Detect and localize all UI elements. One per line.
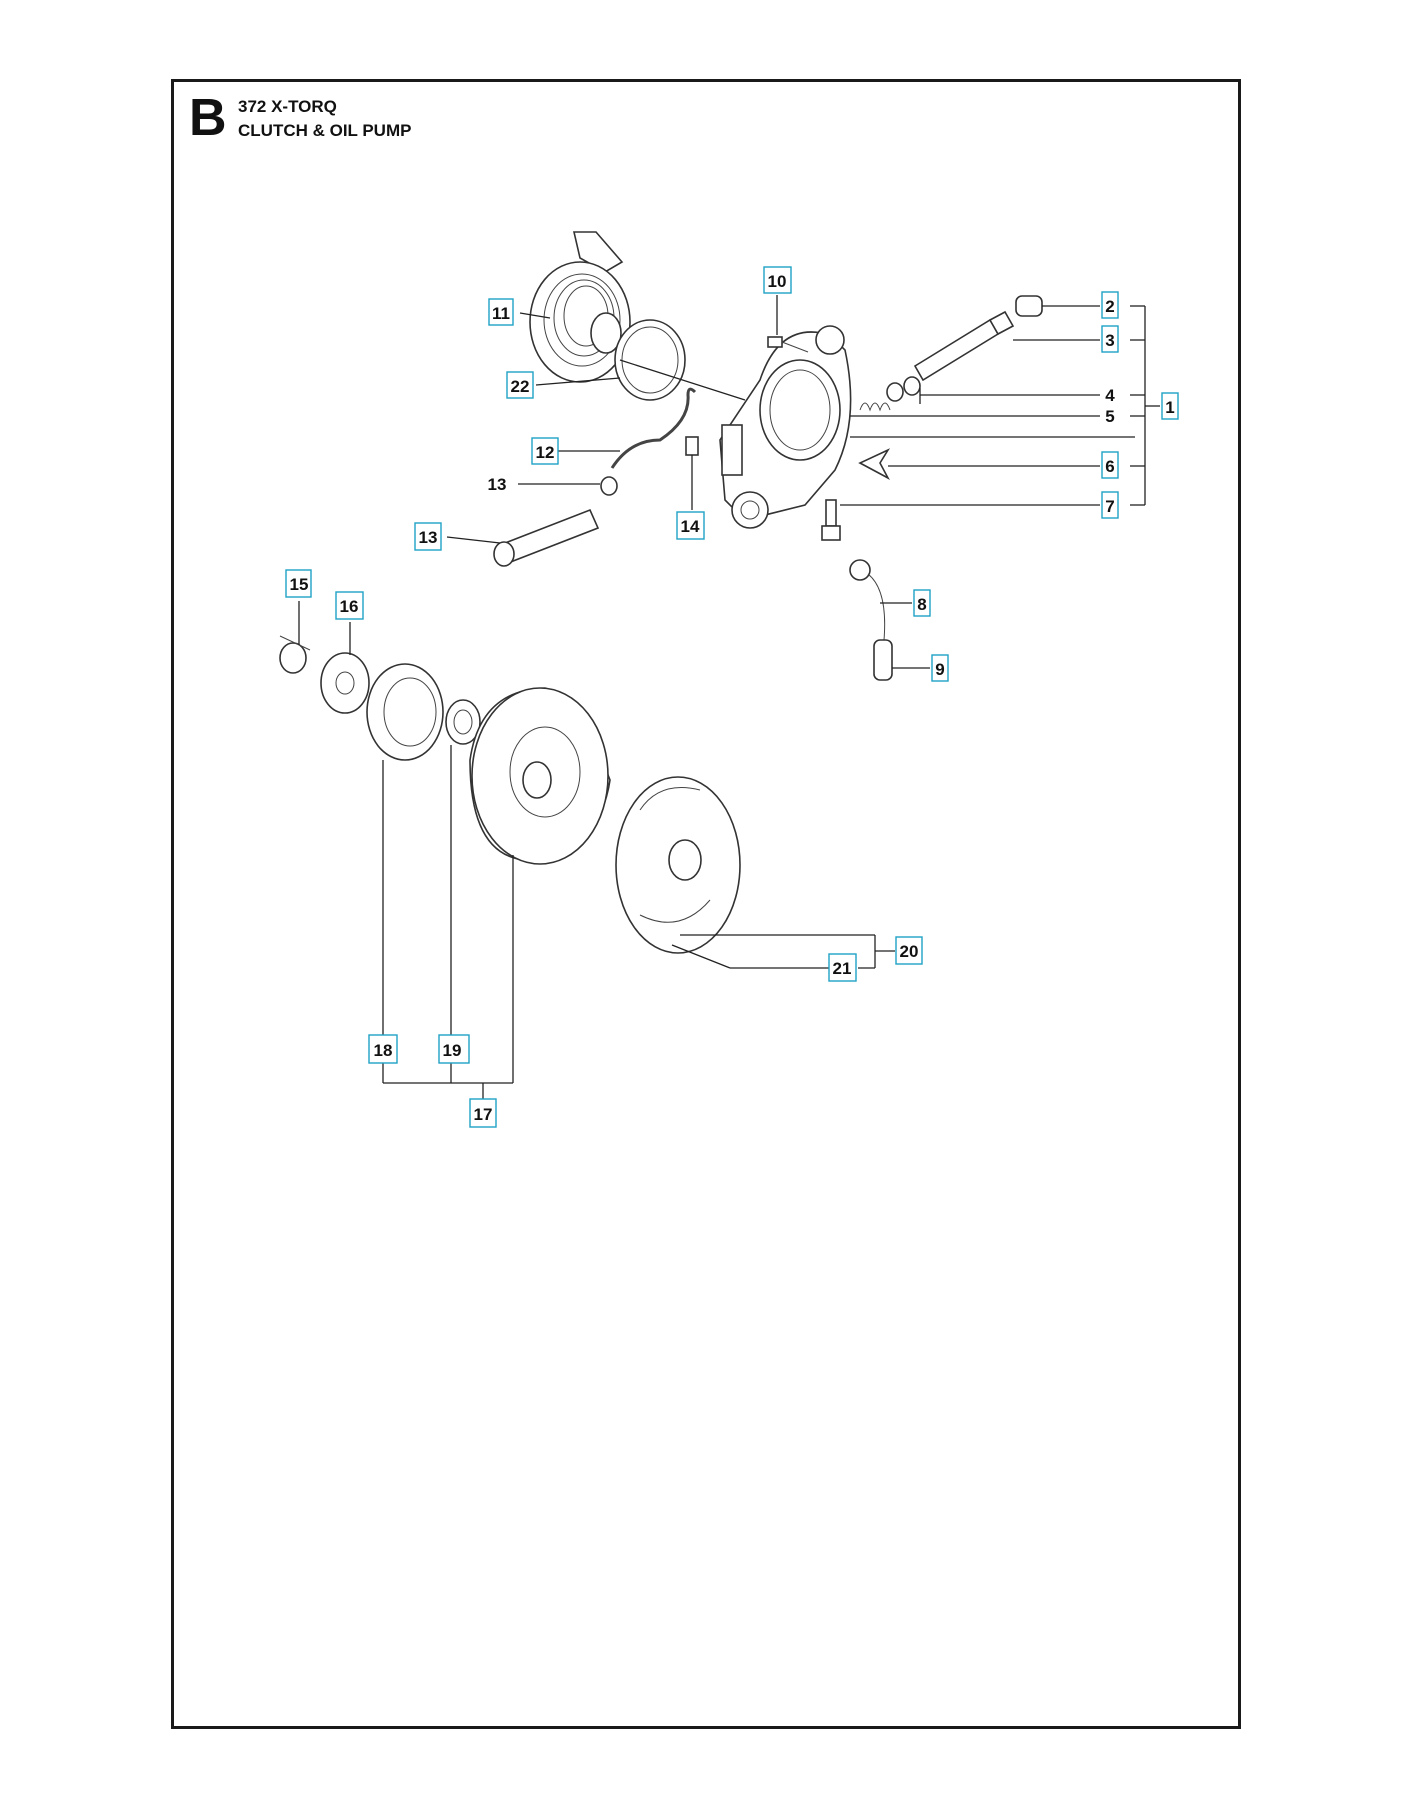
- callout-17: 17: [469, 1098, 497, 1128]
- part-15-lock-washer: [279, 635, 311, 674]
- callout-9: 9: [931, 654, 949, 682]
- part-3-pump-shaft: [913, 310, 1015, 382]
- callout-18-text: 18: [374, 1041, 393, 1060]
- callout-2: 2: [1101, 291, 1119, 319]
- callout-13b-text: 13: [419, 528, 438, 547]
- part-7-adjusting-screw: [821, 499, 841, 541]
- callout-10: 10: [763, 266, 792, 294]
- callout-17-text: 17: [474, 1105, 493, 1124]
- callout-7: 7: [1101, 491, 1119, 519]
- callout-3-text: 3: [1105, 331, 1114, 350]
- diagram-frame: [171, 79, 1241, 1729]
- callout-6: 6: [1101, 451, 1119, 479]
- part-4-spring-washers: [859, 376, 921, 412]
- part-11-spring-cover: [529, 231, 631, 383]
- callout-13-seal: 13: [488, 475, 507, 494]
- callout-2-text: 2: [1105, 297, 1114, 316]
- callout-18: 18: [368, 1034, 398, 1064]
- callout-8-text: 8: [917, 595, 926, 614]
- part-12-oil-pipe: [610, 387, 697, 469]
- part-13-seal-ring: [600, 476, 618, 496]
- callout-5: 5: [1105, 407, 1114, 426]
- part-22-o-ring: [614, 319, 686, 401]
- part-8-oil-hose: [849, 559, 886, 641]
- callout-1-text: 1: [1165, 398, 1174, 417]
- part-9-oil-filter: [873, 639, 893, 681]
- part-14-nipple: [685, 436, 699, 456]
- callout-20-text: 20: [900, 942, 919, 961]
- callout-12: 12: [531, 437, 559, 465]
- section-letter: B: [189, 89, 227, 147]
- part-19-needle-bearing: [445, 699, 481, 745]
- callout-21: 21: [828, 953, 857, 982]
- callout-4: 4: [1105, 386, 1115, 405]
- model-title: 372 X-TORQ: [238, 97, 337, 116]
- callout-7-text: 7: [1105, 497, 1114, 516]
- part-1-oil-pump-body: [719, 325, 852, 529]
- callout-14: 14: [676, 511, 705, 540]
- callout-19: 19: [438, 1034, 470, 1064]
- callout-3: 3: [1101, 325, 1119, 353]
- callout-11: 11: [488, 298, 514, 326]
- part-20-clutch: [615, 776, 741, 954]
- part-6-clip: [858, 448, 891, 480]
- callout-19-text: 19: [443, 1041, 462, 1060]
- callout-13-pin: 13: [414, 522, 442, 551]
- callout-15-text: 15: [290, 575, 309, 594]
- part-17-clutch-drum: [469, 687, 611, 865]
- part-10-screw: [767, 336, 809, 353]
- callout-22-text: 22: [511, 377, 530, 396]
- diagram-subtitle: CLUTCH & OIL PUMP: [238, 121, 412, 140]
- callout-16: 16: [335, 591, 364, 620]
- callout-9-text: 9: [935, 660, 944, 679]
- callout-1: 1: [1161, 392, 1179, 420]
- part-16-washer: [320, 652, 370, 714]
- part-18-rim-sprocket: [366, 663, 444, 761]
- callout-11-text: 11: [492, 304, 510, 323]
- callout-4-text: 4: [1105, 386, 1115, 405]
- callout-16-text: 16: [340, 597, 359, 616]
- callout-13a-text: 13: [488, 475, 507, 494]
- callout-12-text: 12: [536, 443, 555, 462]
- leader-lines: [298, 295, 1160, 1103]
- part-2-plug: [1015, 295, 1043, 317]
- callout-14-text: 14: [681, 517, 700, 536]
- callout-5-text: 5: [1105, 407, 1114, 426]
- callout-21-text: 21: [833, 959, 852, 978]
- callout-6-text: 6: [1105, 457, 1114, 476]
- callout-8: 8: [913, 589, 931, 617]
- callout-22: 22: [506, 371, 534, 399]
- callout-15: 15: [285, 569, 312, 598]
- callout-10-text: 10: [768, 272, 787, 291]
- callout-20: 20: [895, 936, 923, 965]
- part-13-pin: [493, 508, 600, 567]
